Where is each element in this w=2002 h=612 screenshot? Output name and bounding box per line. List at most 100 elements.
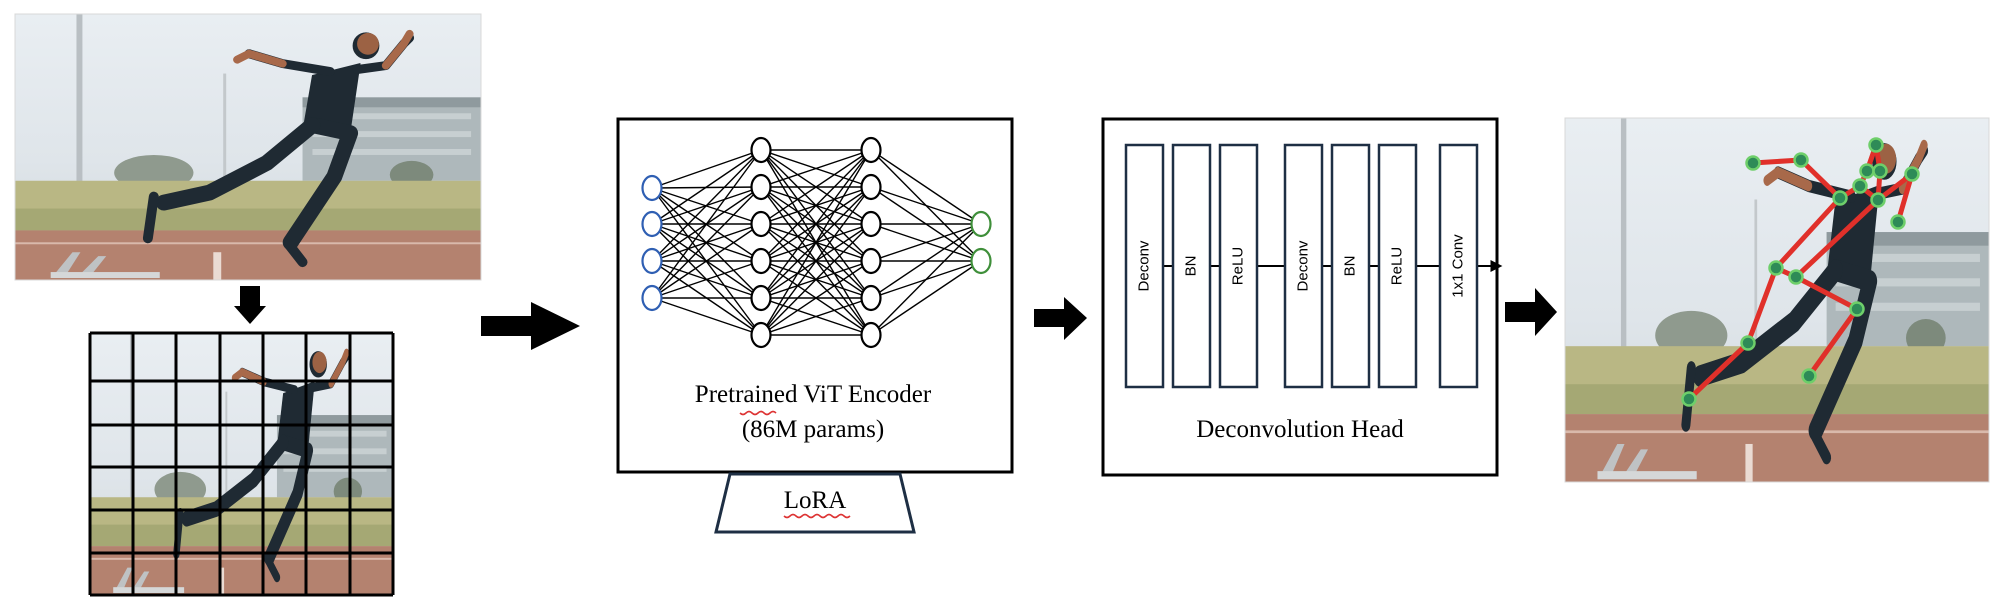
head-layer-label: Deconv [1294,240,1311,291]
pose-keypoint [1832,190,1848,206]
pose-bone [1806,306,1860,379]
vit-spellcheck-underline [739,410,777,416]
nn-edge [760,149,872,225]
pose-keypoint [1868,137,1884,153]
nn-edge [870,223,982,262]
deconv-head-box: Deconv BN ReLU Deconv BN ReLU 1x1 Conv Deconvo… [1101,117,1503,477]
patch-grid-lines [88,331,395,597]
nn-edge [651,223,762,299]
pose-bone [1773,195,1843,271]
nn-output-node [970,210,992,238]
arrow-right-icon [481,302,580,350]
nn-hidden-node [860,173,882,201]
head-layer-label: 1x1 Conv [1449,234,1466,298]
nn-nodes [641,136,992,349]
nn-edge [651,149,762,299]
nn-hidden-node [750,173,772,201]
nn-input-node [641,284,663,312]
nn-edge [760,149,872,299]
head-layer-block [1377,143,1418,389]
nn-edge [651,297,762,336]
nn-edge [651,149,762,225]
pose-keypoint [1859,163,1875,179]
nn-edge [760,297,872,336]
nn-edge [870,186,982,225]
nn-hidden-node [860,321,882,349]
head-layers: Deconv BN ReLU Deconv BN ReLU 1x1 Conv [1124,143,1479,389]
pose-keypoint [1904,166,1920,182]
arrow-right-icon [1034,297,1087,340]
nn-input-node [641,210,663,238]
nn-edge [651,186,762,299]
pose-keypoint [1852,178,1868,194]
arrow-right-icon [1505,288,1557,336]
nn-output-node [970,247,992,275]
pose-keypoint [1890,214,1906,230]
lora-spellcheck-underline [783,513,851,519]
head-layer-block [1330,143,1371,389]
pose-keypoint [1788,269,1804,285]
nn-edge [651,149,762,189]
nn-hidden-node [860,210,882,238]
nn-hidden-node [750,210,772,238]
lora-adapter-box: LoRA [714,472,916,534]
nn-edge [870,260,982,336]
nn-edge [651,260,762,299]
pose-keypoints [1681,137,1920,407]
pose-keypoint [1768,260,1784,276]
nn-edge [760,223,872,336]
pose-bone [1895,171,1915,225]
encoder-title: Pretrained ViT Encoder [695,381,932,408]
head-layer-label: ReLU [1388,247,1405,285]
nn-edge [760,186,872,336]
pose-keypoint [1681,391,1697,407]
nn-hidden-node [750,247,772,275]
head-layer-block [1218,143,1259,389]
pose-bone [1745,265,1779,346]
nn-input-node [641,247,663,275]
pose-bone [1793,197,1881,280]
input-photo [14,13,482,281]
pose-bone [1750,157,1804,166]
pose-keypoint [1745,155,1761,171]
head-layer-block [1171,143,1212,389]
lora-label: LoRA [784,487,847,514]
nn-edge [870,149,982,225]
nn-edge [760,149,872,262]
nn-edge [760,260,872,336]
nn-hidden-node [750,321,772,349]
nn-connections [651,149,982,336]
nn-edge [870,223,982,336]
nn-hidden-node [860,247,882,275]
nn-hidden-node [750,136,772,164]
nn-input-node [641,174,663,202]
pose-keypoint [1793,152,1809,168]
pose-bone [1793,274,1860,312]
head-title: Deconvolution Head [1196,416,1404,443]
pose-keypoint [1870,192,1886,208]
pose-keypoint [1849,301,1865,317]
head-layer-block [1283,143,1324,389]
head-layer-label: ReLU [1229,247,1246,285]
head-layer-label: BN [1341,256,1358,277]
pose-output-photo [1564,117,1990,483]
head-layer-block [1438,143,1479,389]
nn-edge [760,149,872,336]
nn-hidden-node [750,284,772,312]
pose-bone [1686,340,1751,402]
down-arrow-icon [234,286,266,324]
vit-encoder-box: Pretrained ViT Encoder (86M params) [616,117,1014,474]
nn-hidden-node [860,136,882,164]
encoder-params: (86M params) [742,416,884,443]
nn-edge [760,149,872,188]
pose-bone [1798,157,1843,201]
head-layer-label: Deconv [1135,240,1152,291]
nn-edge [651,149,762,262]
pose-keypoint [1872,163,1888,179]
pose-keypoint [1801,368,1817,384]
head-layer-block [1124,143,1165,389]
head-layer-label: BN [1182,256,1199,277]
nn-hidden-node [860,284,882,312]
patch-grid-photo [88,331,395,597]
